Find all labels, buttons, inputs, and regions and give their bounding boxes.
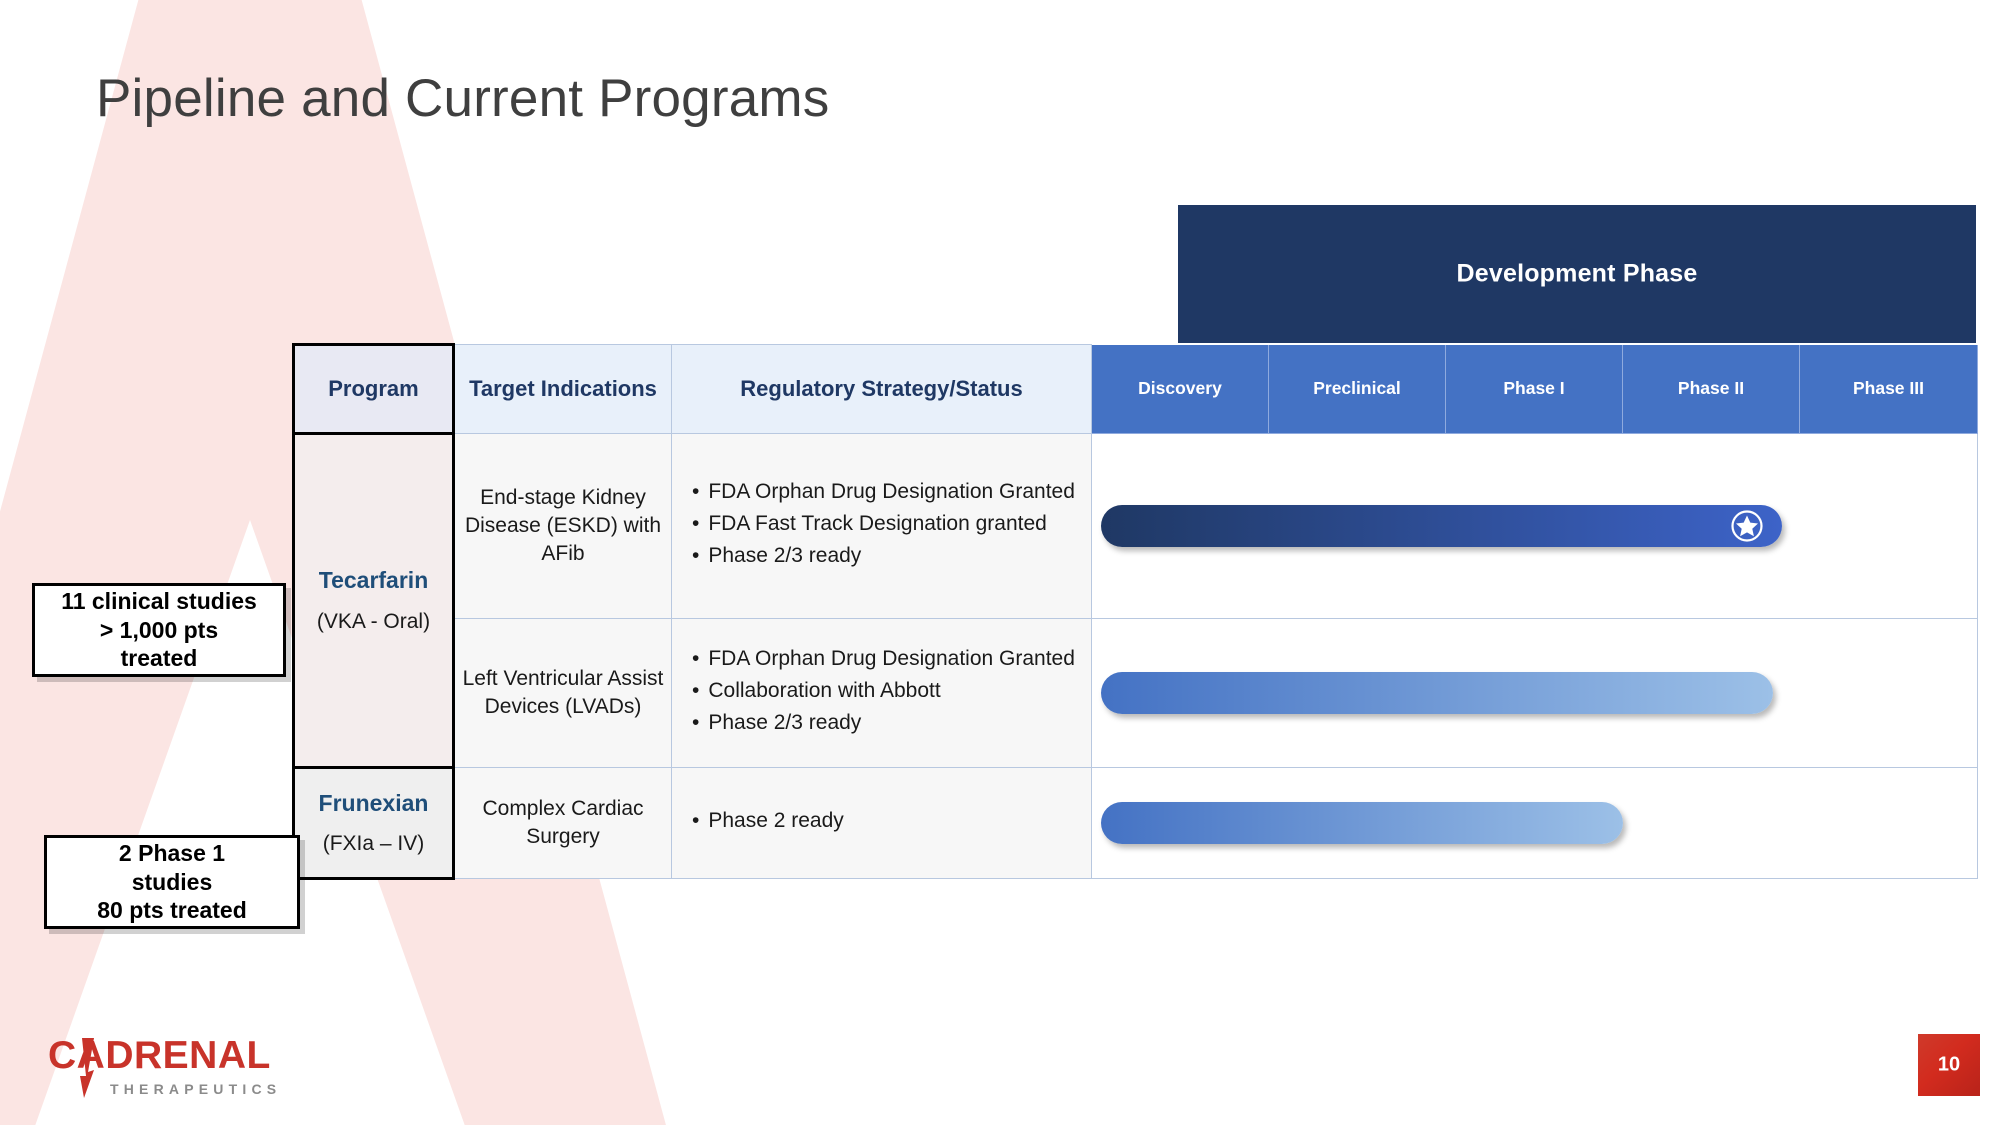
regulatory-bullet: FDA Orphan Drug Designation Granted (692, 478, 1091, 506)
page-title: Pipeline and Current Programs (96, 69, 830, 128)
program-name: Frunexian (318, 789, 429, 816)
table-row: Frunexian (FXIa – IV) Complex Cardiac Su… (292, 766, 1978, 880)
regulatory-bullet-list: FDA Orphan Drug Designation Granted FDA … (672, 478, 1091, 570)
callout-line: 2 Phase 1 (118, 839, 226, 866)
column-header-regulatory-status: Regulatory Strategy/Status (671, 344, 1092, 434)
column-header-discovery: Discovery (1091, 344, 1269, 434)
column-header-preclinical: Preclinical (1268, 344, 1446, 434)
development-phase-label: Development Phase (1456, 259, 1698, 288)
regulatory-bullet: FDA Fast Track Designation granted (692, 510, 1091, 538)
callout-line: 11 clinical studies (61, 587, 257, 614)
phase-progress-bar (1100, 672, 1774, 714)
callout-line: > 1,000 pts (99, 616, 219, 643)
logo-wordmark: CADRENAL (48, 1034, 271, 1077)
phase-progress-cell (1091, 767, 1978, 879)
regulatory-bullet: FDA Orphan Drug Designation Granted (692, 645, 1091, 673)
column-header-phase-ii: Phase II (1622, 344, 1800, 434)
column-header-program: Program (292, 343, 455, 435)
indication-cell: End-stage Kidney Disease (ESKD) with AFi… (453, 433, 672, 619)
program-modality: (VKA - Oral) (316, 609, 431, 633)
regulatory-cell: FDA Orphan Drug Designation Granted FDA … (671, 433, 1092, 619)
callout-frunexian-studies: 2 Phase 1 studies 80 pts treated (44, 835, 300, 929)
logo-tagline: THERAPEUTICS (110, 1081, 281, 1097)
callout-line: 80 pts treated (97, 897, 247, 924)
column-header-target-indications: Target Indications (453, 344, 672, 434)
program-cell-tecarfarin: Tecarfarin (VKA - Oral) (292, 432, 455, 769)
indication-cell: Left Ventricular Assist Devices (LVADs) (453, 618, 672, 768)
phase-progress-bar (1100, 802, 1623, 844)
callout-line: treated (120, 645, 198, 672)
page-number-badge: 10 (1918, 1034, 1980, 1096)
table-row: Tecarfarin (VKA - Oral) End-stage Kidney… (292, 432, 1978, 769)
regulatory-bullet: Collaboration with Abbott (692, 677, 1091, 705)
regulatory-bullet: Phase 2/3 ready (692, 542, 1091, 570)
regulatory-cell: Phase 2 ready (671, 767, 1092, 879)
callout-tecarfarin-studies: 11 clinical studies > 1,000 pts treated (32, 583, 286, 677)
development-phase-group-header: Development Phase (1178, 205, 1976, 343)
column-header-phase-i: Phase I (1445, 344, 1623, 434)
table-row: Left Ventricular Assist Devices (LVADs) … (294, 618, 1978, 768)
regulatory-bullet-list: FDA Orphan Drug Designation Granted Coll… (672, 645, 1091, 737)
table-header-row: Program Target Indications Regulatory St… (292, 343, 1978, 435)
program-cell-frunexian: Frunexian (FXIa – IV) (292, 766, 455, 880)
indication-cell: Complex Cardiac Surgery (453, 767, 672, 879)
pipeline-table: Program Target Indications Regulatory St… (292, 343, 1978, 880)
phase-progress-bar (1100, 505, 1783, 547)
regulatory-cell: FDA Orphan Drug Designation Granted Coll… (671, 618, 1092, 768)
star-icon (1731, 510, 1763, 542)
cadrenal-logo: CADRENAL THERAPEUTICS (48, 1034, 281, 1098)
phase-progress-cell (1091, 433, 1978, 619)
callout-line: studies (131, 868, 213, 895)
page-number: 10 (1937, 1053, 1961, 1076)
regulatory-bullet-list: Phase 2 ready (672, 807, 1091, 835)
regulatory-bullet: Phase 2/3 ready (692, 709, 1091, 737)
regulatory-bullet: Phase 2 ready (692, 807, 1091, 835)
column-header-phase-iii: Phase III (1799, 344, 1978, 434)
program-name: Tecarfarin (318, 567, 429, 594)
phase-progress-cell (1091, 618, 1978, 768)
program-modality: (FXIa – IV) (322, 832, 425, 856)
